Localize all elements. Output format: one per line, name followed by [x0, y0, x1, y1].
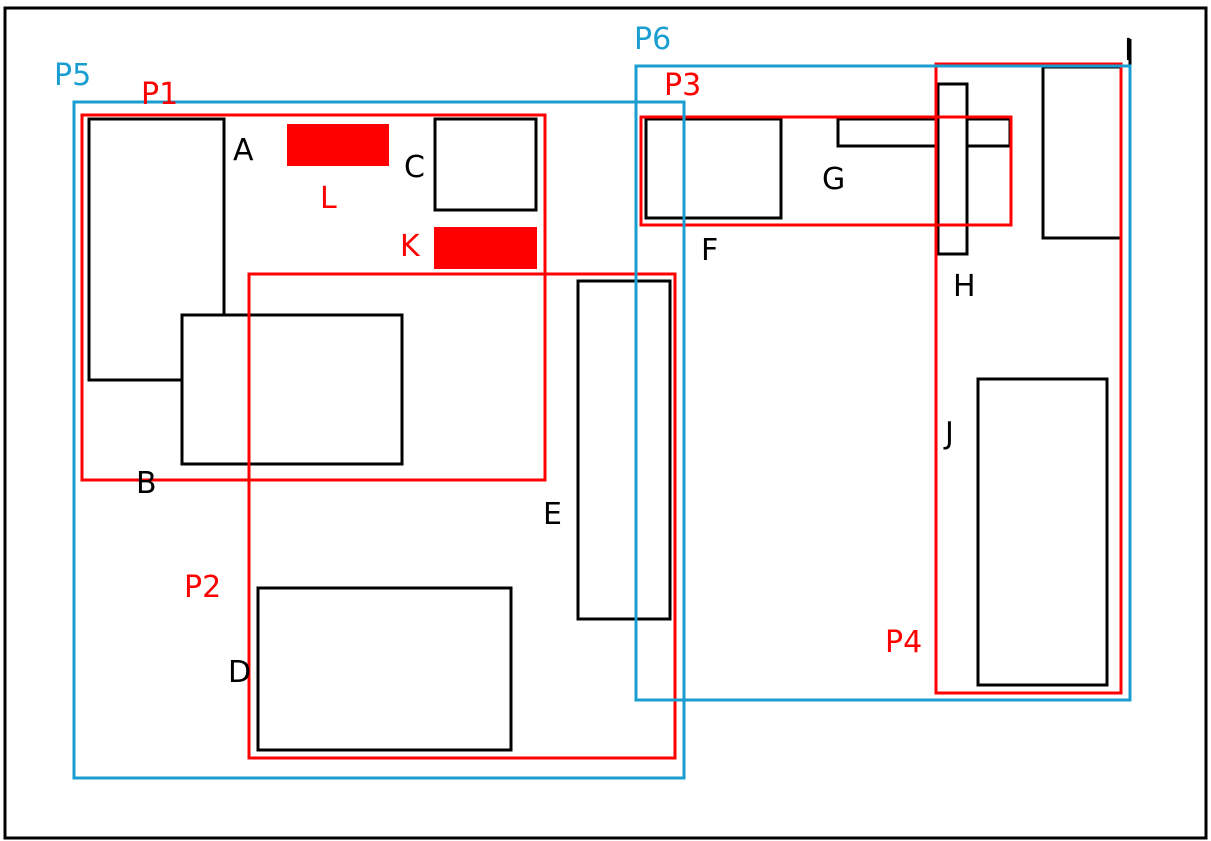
component-f-label: F	[701, 233, 718, 268]
group-p5-label: P5	[54, 58, 91, 93]
component-j-label: J	[943, 416, 954, 451]
block-k-label: K	[400, 229, 421, 264]
component-h-box	[936, 82, 969, 256]
component-c-box	[433, 117, 538, 212]
outer-frame	[3, 6, 1208, 840]
block-k	[434, 227, 537, 269]
component-a-label: A	[233, 133, 254, 168]
components	[87, 39, 1132, 752]
component-g-box	[836, 117, 1012, 148]
group-p6-box	[634, 64, 1132, 702]
component-d-label: D	[228, 655, 251, 690]
partition-p4-label: P4	[885, 625, 922, 660]
component-b-box	[180, 313, 404, 466]
component-d-box	[256, 586, 513, 752]
component-e-label: E	[543, 497, 562, 532]
component-c-label: C	[404, 150, 425, 185]
partition-p1-label: P1	[141, 77, 178, 112]
component-f-box	[644, 117, 783, 220]
partition-p3-box	[639, 115, 1013, 227]
component-h-label: H	[953, 269, 976, 304]
partition-p2-label: P2	[184, 570, 221, 605]
partition-p4-box	[934, 62, 1123, 695]
component-j-box	[976, 377, 1109, 687]
component-b-label: B	[136, 466, 157, 501]
block-l-label: L	[320, 181, 337, 216]
component-e-box	[576, 279, 672, 621]
component-a-box	[87, 117, 226, 382]
partition-p1-box	[80, 113, 547, 482]
groups	[72, 64, 1132, 780]
component-i-box	[1041, 65, 1123, 240]
partition-p3-label: P3	[664, 68, 701, 103]
block-l	[287, 124, 389, 166]
group-p6-label: P6	[634, 22, 671, 57]
group-p5-box	[72, 100, 686, 780]
component-g-label: G	[822, 162, 845, 197]
partitions	[80, 62, 1123, 760]
partition-p2-box	[247, 272, 677, 760]
component-i-label: I	[1124, 33, 1133, 68]
